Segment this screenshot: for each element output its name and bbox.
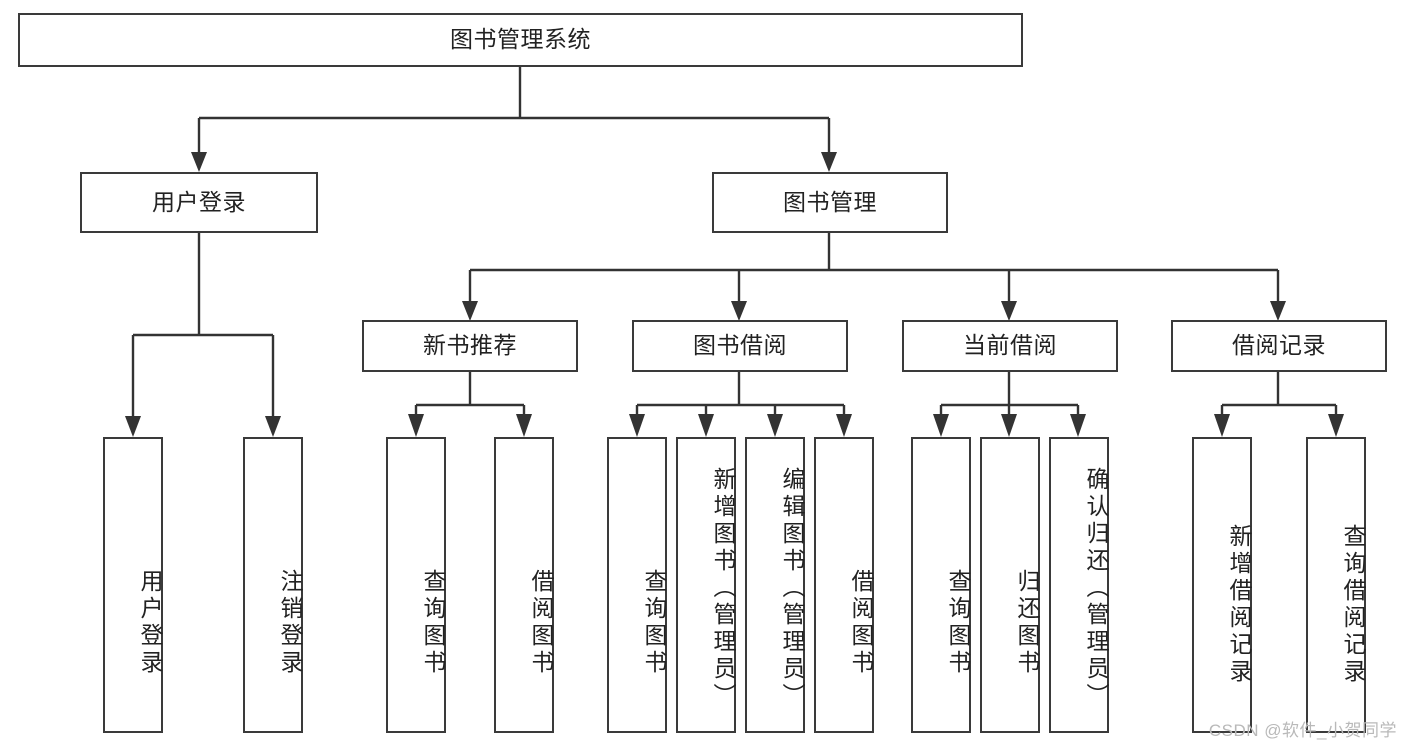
arrow-record-leaf-2 <box>1328 414 1344 437</box>
arrow-borrow-leaf-2 <box>698 414 714 437</box>
leaf-new-book-query[interactable]: 查询图书 <box>386 437 446 733</box>
node-label: 图书管理系统 <box>450 26 591 53</box>
node-borrow-record[interactable]: 借阅记录 <box>1171 320 1387 372</box>
node-label: 图书借阅 <box>693 332 787 359</box>
node-label: 查询借阅记录 <box>1340 524 1366 686</box>
arrow-user-login-leaf-1 <box>125 416 141 437</box>
node-label: 新增图书（管理员） <box>710 466 736 710</box>
node-book-management[interactable]: 图书管理 <box>712 172 948 233</box>
arrow-current-leaf-2 <box>1001 414 1017 437</box>
arrow-user-login-leaf-2 <box>265 416 281 437</box>
leaf-borrow-borrow-book[interactable]: 借阅图书 <box>814 437 874 733</box>
arrow-root-to-user-login <box>191 152 207 172</box>
leaf-current-query-book[interactable]: 查询图书 <box>911 437 971 733</box>
arrow-root-to-book-mgmt <box>821 152 837 172</box>
leaf-current-return-book[interactable]: 归还图书 <box>980 437 1040 733</box>
watermark-text: CSDN @软件_小贺同学 <box>1208 721 1397 740</box>
node-label: 用户登录 <box>152 188 246 215</box>
arrow-current-leaf-1 <box>933 414 949 437</box>
node-current-borrow[interactable]: 当前借阅 <box>902 320 1118 372</box>
arrow-current-leaf-3 <box>1070 414 1086 437</box>
arrow-book-mgmt-child-1 <box>462 301 478 321</box>
arrow-record-leaf-1 <box>1214 414 1230 437</box>
node-label: 查询图书 <box>945 569 971 677</box>
node-book-borrow[interactable]: 图书借阅 <box>632 320 848 372</box>
node-label: 归还图书 <box>1014 569 1040 677</box>
arrow-borrow-leaf-3 <box>767 414 783 437</box>
arrow-book-mgmt-child-2 <box>731 301 747 321</box>
leaf-user-login-login[interactable]: 用户登录 <box>103 437 163 733</box>
leaf-borrow-query-book[interactable]: 查询图书 <box>607 437 667 733</box>
node-label: 确认归还（管理员） <box>1083 466 1109 710</box>
node-label: 用户登录 <box>137 569 163 677</box>
arrow-book-mgmt-child-4 <box>1270 301 1286 321</box>
leaf-record-query-record[interactable]: 查询借阅记录 <box>1306 437 1366 733</box>
node-root-book-management-system[interactable]: 图书管理系统 <box>18 13 1023 67</box>
node-new-book-recommend[interactable]: 新书推荐 <box>362 320 578 372</box>
node-label: 注销登录 <box>277 569 303 677</box>
leaf-borrow-add-book-admin[interactable]: 新增图书（管理员） <box>676 437 736 733</box>
node-label: 查询图书 <box>641 569 667 677</box>
leaf-new-book-borrow[interactable]: 借阅图书 <box>494 437 554 733</box>
leaf-record-add-record[interactable]: 新增借阅记录 <box>1192 437 1252 733</box>
node-label: 新增借阅记录 <box>1226 524 1252 686</box>
node-label: 借阅记录 <box>1232 332 1326 359</box>
node-user-login[interactable]: 用户登录 <box>80 172 318 233</box>
leaf-current-confirm-return-admin[interactable]: 确认归还（管理员） <box>1049 437 1109 733</box>
arrow-borrow-leaf-4 <box>836 414 852 437</box>
node-label: 查询图书 <box>420 569 446 677</box>
arrow-newbook-leaf-2 <box>516 414 532 437</box>
arrow-book-mgmt-child-3 <box>1001 301 1017 321</box>
node-label: 借阅图书 <box>848 569 874 677</box>
leaf-borrow-edit-book-admin[interactable]: 编辑图书（管理员） <box>745 437 805 733</box>
node-label: 当前借阅 <box>963 332 1057 359</box>
arrow-newbook-leaf-1 <box>408 414 424 437</box>
leaf-user-login-logout[interactable]: 注销登录 <box>243 437 303 733</box>
arrow-borrow-leaf-1 <box>629 414 645 437</box>
node-label: 借阅图书 <box>528 569 554 677</box>
node-label: 编辑图书（管理员） <box>779 466 805 710</box>
node-label: 图书管理 <box>783 188 877 215</box>
node-label: 新书推荐 <box>423 332 517 359</box>
